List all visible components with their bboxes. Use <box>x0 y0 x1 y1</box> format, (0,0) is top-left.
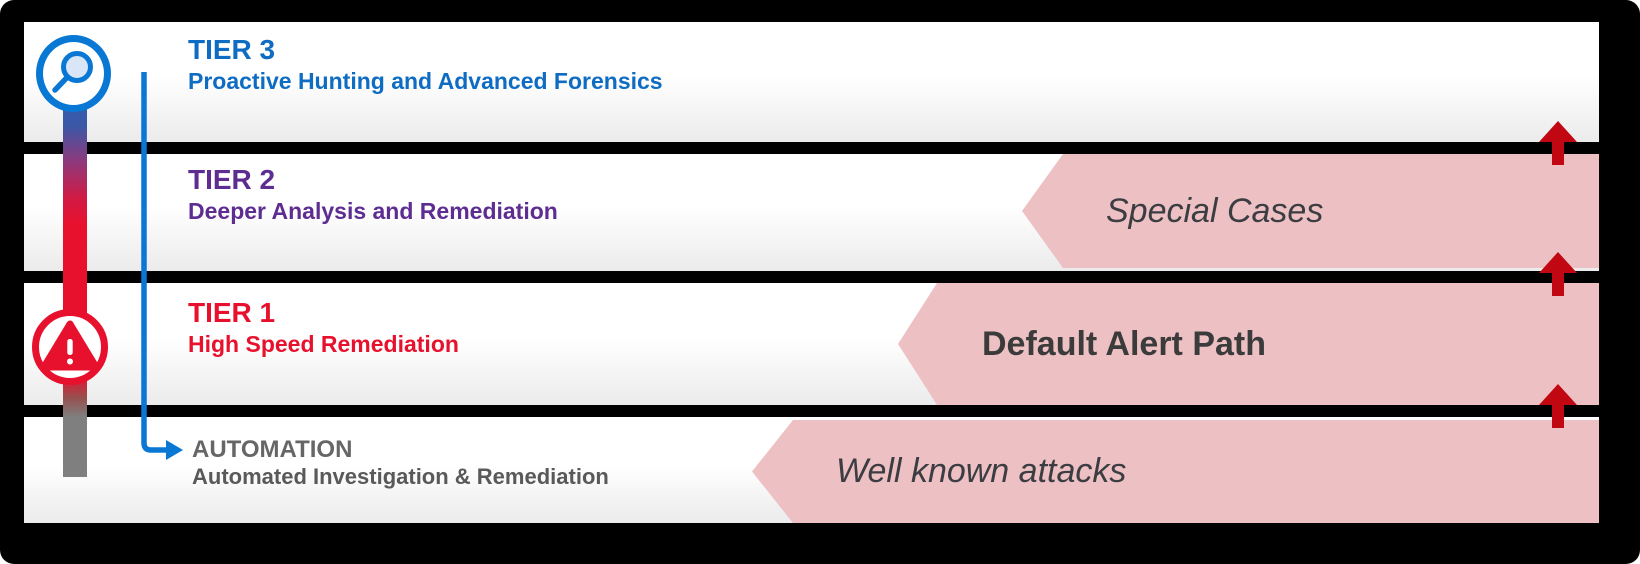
warning-badge <box>32 309 108 385</box>
up-arrow-stem <box>1552 272 1564 296</box>
tier3-title: TIER 3 <box>188 34 276 65</box>
tier2-label-block: TIER 2 Deeper Analysis and Remediation <box>188 164 558 226</box>
well-known-attacks-label: Well known attacks <box>836 452 1127 490</box>
tier2-title: TIER 2 <box>188 164 276 195</box>
up-arrow-stem <box>1552 141 1564 165</box>
divider-bar-tier3-tier2 <box>24 142 1599 154</box>
up-arrow-head <box>1539 384 1577 405</box>
automation-label-block: AUTOMATION Automated Investigation & Rem… <box>192 436 609 490</box>
special-cases-arrow: Special Cases <box>1022 154 1599 268</box>
up-arrow-icon <box>1539 121 1577 166</box>
warning-triangle-icon <box>40 320 100 371</box>
tier3-subtitle: Proactive Hunting and Advanced Forensics <box>188 68 663 94</box>
tier1-label-block: TIER 1 High Speed Remediation <box>188 297 459 359</box>
up-arrow-stem <box>1552 404 1564 428</box>
tier2-subtitle: Deeper Analysis and Remediation <box>188 198 558 224</box>
well-known-attacks-arrow: Well known attacks <box>752 420 1599 523</box>
search-badge <box>36 35 111 112</box>
special-cases-label: Special Cases <box>1106 191 1324 230</box>
severity-gradient-bar <box>63 100 87 477</box>
up-arrow-head <box>1539 121 1577 142</box>
default-alert-path-arrow: Default Alert Path <box>898 283 1599 405</box>
default-alert-path-label: Default Alert Path <box>982 324 1267 363</box>
divider-bar-tier1-automation <box>24 405 1599 417</box>
tier3-label-block: TIER 3 Proactive Hunting and Advanced Fo… <box>188 34 663 96</box>
tier1-subtitle: High Speed Remediation <box>188 331 459 357</box>
up-arrow-icon <box>1539 384 1577 429</box>
up-arrow-head <box>1539 252 1577 273</box>
tier1-title: TIER 1 <box>188 297 276 328</box>
magnifier-icon <box>52 51 93 93</box>
up-arrow-icon <box>1539 252 1577 297</box>
automation-subtitle: Automated Investigation & Remediation <box>192 464 609 489</box>
divider-bar-tier2-tier1 <box>24 271 1599 283</box>
automation-title: AUTOMATION <box>192 436 353 463</box>
tier3-row <box>24 22 1599 142</box>
